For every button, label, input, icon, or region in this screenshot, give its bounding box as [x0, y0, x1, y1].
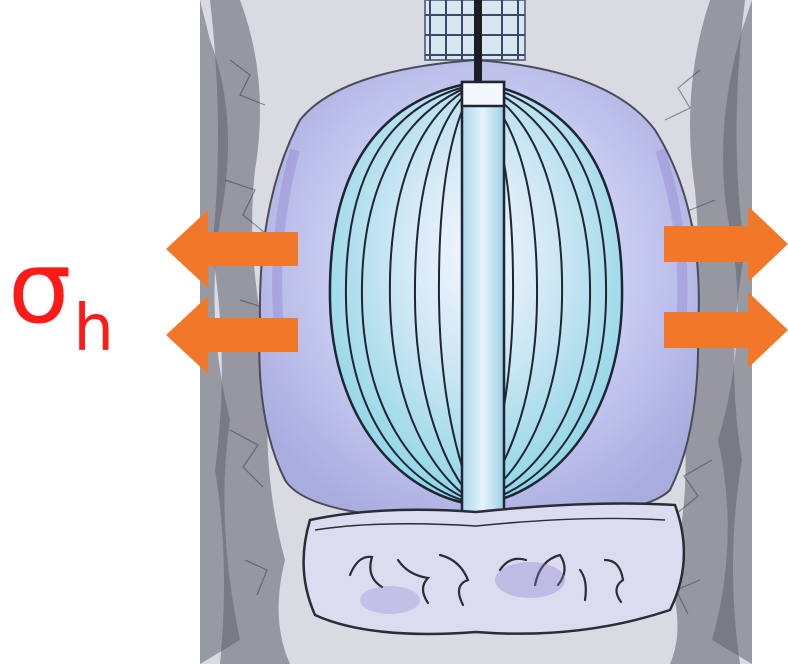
- stress-subscript: h: [73, 292, 114, 366]
- central-shaft: [462, 82, 504, 542]
- right-arrow-upper: [664, 206, 788, 282]
- left-arrow-upper: [166, 210, 298, 288]
- horizontal-stress-label: σh: [8, 238, 112, 338]
- grout-base: [304, 504, 684, 634]
- cable: [474, 0, 482, 90]
- right-arrow-lower: [664, 292, 788, 368]
- stress-symbol: σ: [8, 229, 71, 346]
- left-arrow-lower: [166, 296, 298, 374]
